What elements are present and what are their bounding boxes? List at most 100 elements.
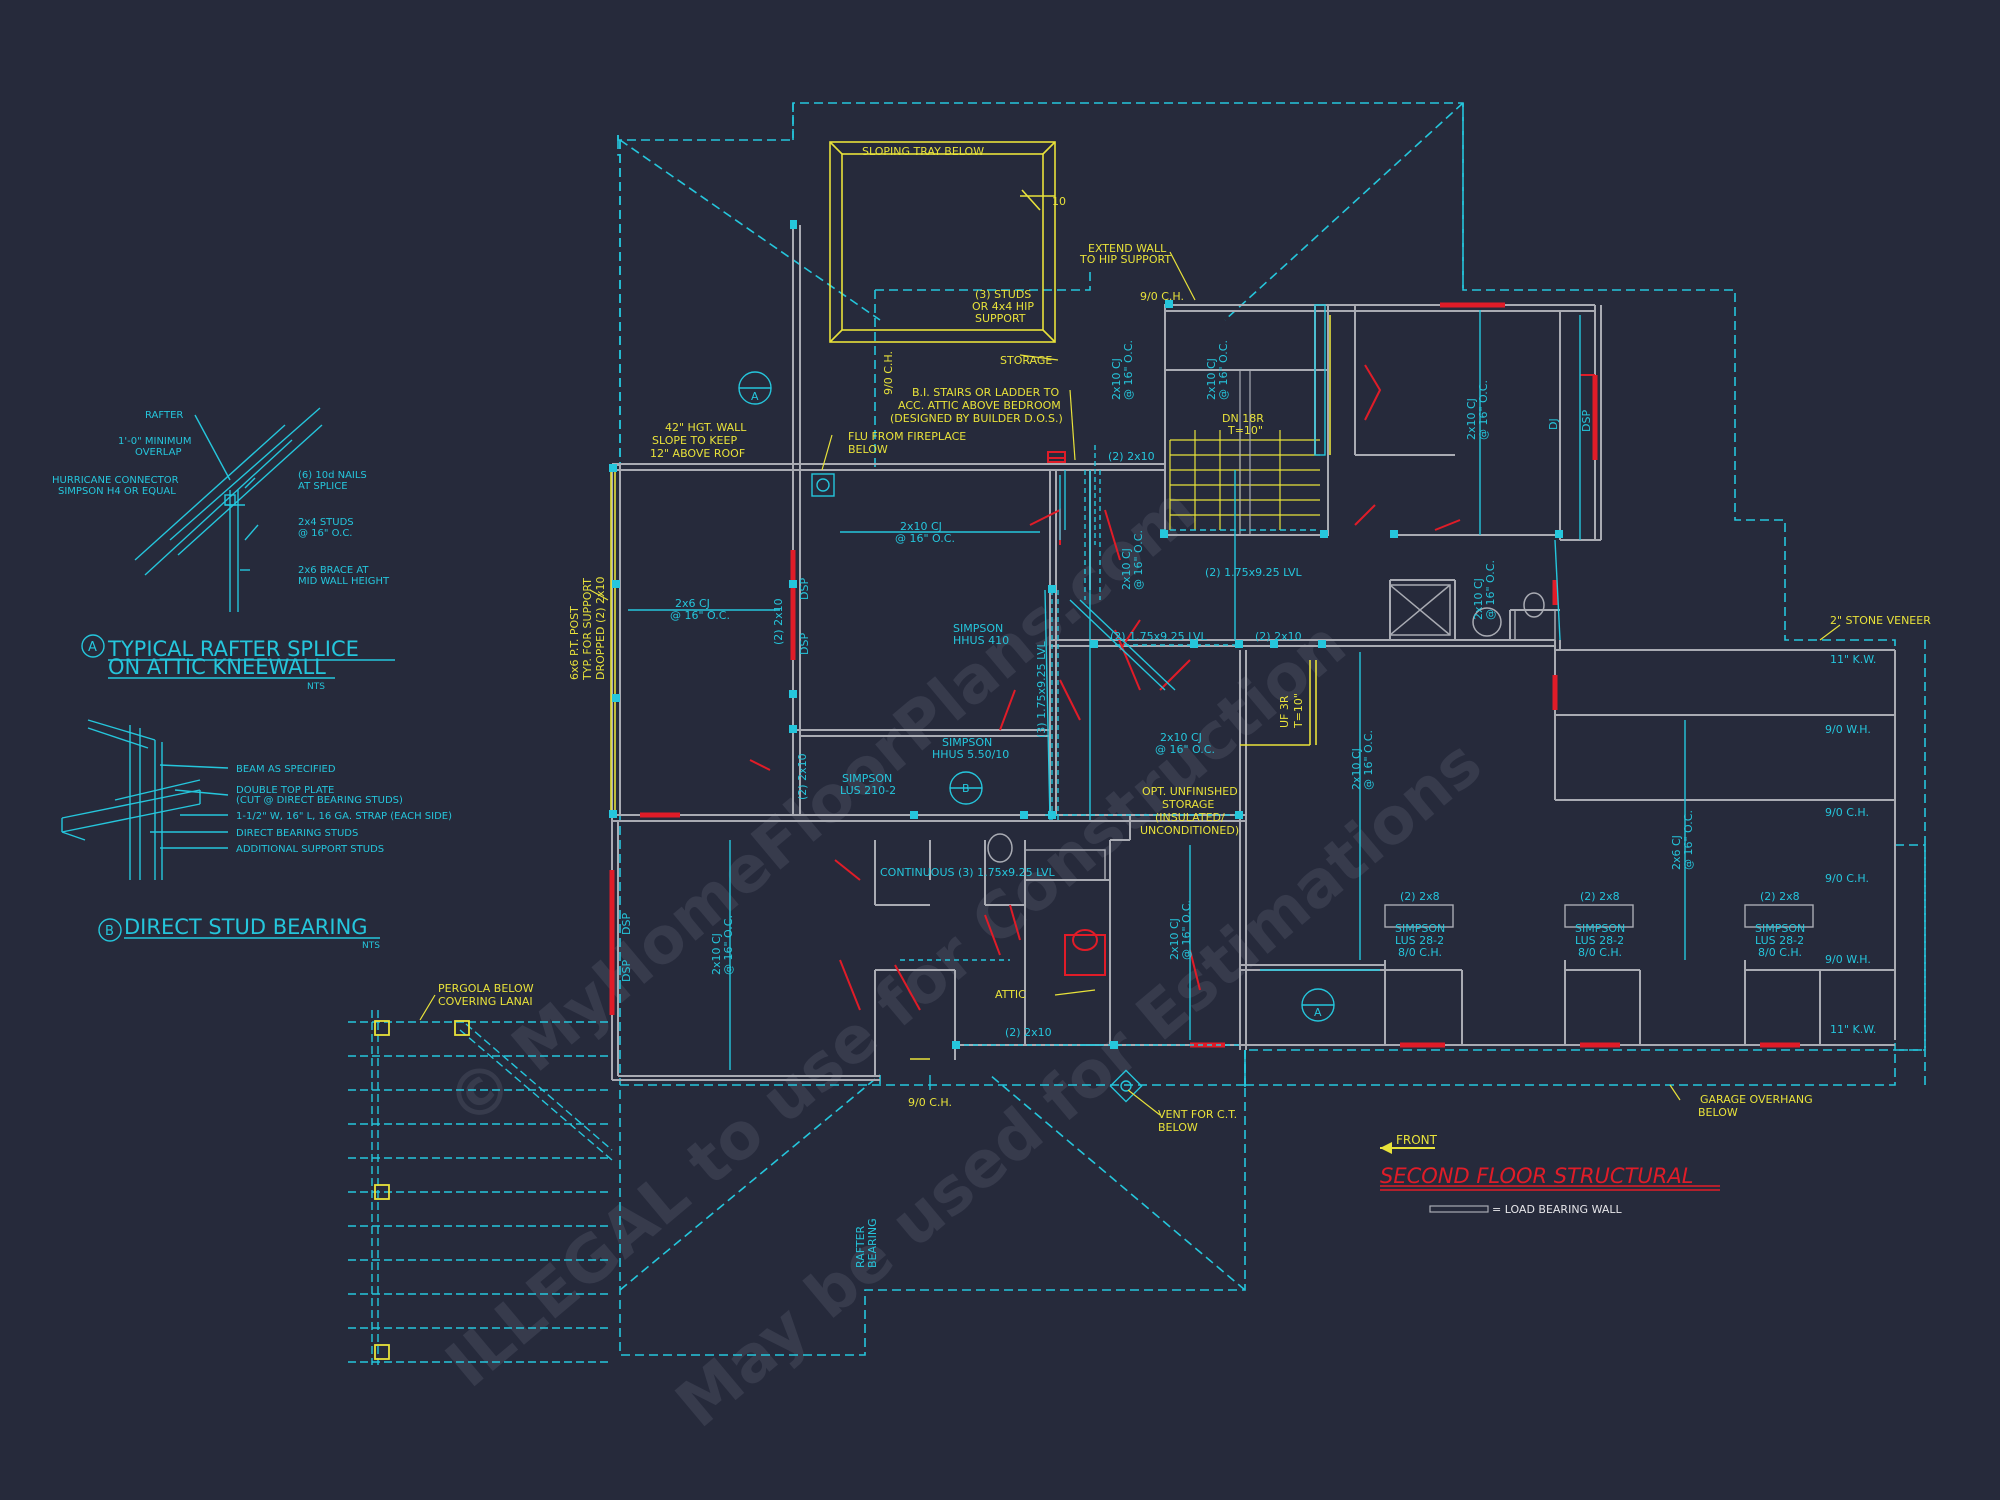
cj-2x10-b-spacing: @ 16" O.C. xyxy=(1155,743,1215,756)
ch-right-1: 9/0 C.H. xyxy=(1825,806,1869,819)
storage-label: STORAGE xyxy=(1000,354,1052,367)
plan-marker-a-1: A xyxy=(751,390,759,403)
hip-studs-label-2: OR 4x4 HIP xyxy=(972,300,1034,313)
cj-vert-4-spacing: @ 16" O.C. xyxy=(1682,810,1695,870)
cj-vert-1-spacing: @ 16" O.C. xyxy=(722,915,735,975)
detail-a-overlap-note-2: OVERLAP xyxy=(135,447,181,458)
stairs-label-1: B.I. STAIRS OR LADDER TO xyxy=(912,386,1059,399)
rafter-bearing-2: BEARING xyxy=(866,1218,879,1268)
detail-b-additional-note: ADDITIONAL SUPPORT STUDS xyxy=(236,844,384,855)
lus210-1: SIMPSON xyxy=(842,772,892,785)
uf-tread: T=10" xyxy=(1292,693,1305,729)
detail-b-beam-note: BEAM AS SPECIFIED xyxy=(236,764,336,775)
pergola-label-1: PERGOLA BELOW xyxy=(438,982,534,995)
hhus5310-1: SIMPSON xyxy=(942,736,992,749)
hip-studs-label-3: SUPPORT xyxy=(975,312,1026,325)
detail-a-marker xyxy=(81,634,395,679)
opt-storage-1: OPT. UNFINISHED xyxy=(1142,785,1238,798)
attic-label: ATTIC xyxy=(995,988,1026,1001)
detail-a-marker-letter: A xyxy=(88,640,97,655)
lus210-2: LUS 210-2 xyxy=(840,784,896,797)
ch-vertical: 9/0 C.H. xyxy=(882,351,895,395)
opt-storage-4: UNCONDITIONED) xyxy=(1140,824,1239,837)
opt-storage-3: (INSULATED/ xyxy=(1155,811,1225,824)
detail-a-overlap-note-1: 1'-0" MINIMUM xyxy=(118,436,191,447)
extend-wall-label-2: TO HIP SUPPORT xyxy=(1079,253,1171,266)
lus28-a-3: 8/0 C.H. xyxy=(1398,946,1442,959)
pergola-label-2: COVERING LANAI xyxy=(438,995,533,1008)
detail-b-marker-letter: B xyxy=(105,924,114,939)
cj-2x6: 2x6 CJ xyxy=(675,597,710,610)
pergola xyxy=(348,1010,613,1365)
rafter-bearing-1: RAFTER xyxy=(854,1225,867,1268)
lvl-2: (2) 1.75x9.25 LVL xyxy=(1110,630,1208,643)
detail-b-scale: NTS xyxy=(362,941,380,951)
cj-vert-6: 2x10 CJ xyxy=(1110,358,1123,400)
doors xyxy=(609,302,1800,1048)
post-label-2: TYP. FOR SUPPORT xyxy=(581,578,594,681)
garage-overhang-1: GARAGE OVERHANG xyxy=(1700,1093,1813,1106)
drawing-title: SECOND FLOOR STRUCTURAL xyxy=(1380,1164,1693,1188)
vent-label-1: VENT FOR C.T. xyxy=(1158,1108,1237,1121)
flu-label-2: BELOW xyxy=(848,443,888,456)
dsp-5: DSP xyxy=(1580,410,1593,432)
vent-label-2: BELOW xyxy=(1158,1121,1198,1134)
cj-vert-5: 2x10 CJ xyxy=(1465,398,1478,440)
detail-a-title-1: TYPICAL RAFTER SPLICE xyxy=(107,637,359,661)
column-markers xyxy=(609,220,1563,1049)
hdr-2x8-b: (2) 2x8 xyxy=(1580,890,1620,903)
detail-a-nails-note-1: (6) 10d NAILS xyxy=(298,470,367,481)
pergola-posts xyxy=(374,1020,470,1360)
detail-a xyxy=(134,407,323,612)
tray-slope: 10 xyxy=(1052,195,1066,208)
lus28-a-1: SIMPSON xyxy=(1395,922,1445,935)
dsp-1: DSP xyxy=(798,578,811,600)
detail-b-plate-note-2: (CUT @ DIRECT BEARING STUDS) xyxy=(236,795,403,806)
tray-label: SLOPING TRAY BELOW xyxy=(862,145,984,158)
cj-vert-9: 2x10 CJ xyxy=(1472,578,1485,620)
ch-top: 9/0 C.H. xyxy=(1140,290,1184,303)
cj-vert-5-spacing: @ 16" O.C. xyxy=(1477,380,1490,440)
wall42-label-1: 42" HGT. WALL xyxy=(665,421,747,434)
tread-label: T=10" xyxy=(1227,424,1263,437)
sloping-tray xyxy=(829,141,1056,343)
lus28-b-2: LUS 28-2 xyxy=(1575,934,1624,947)
cj-vert-8: 2x10 CJ xyxy=(1120,548,1133,590)
ch-right-2: 9/0 C.H. xyxy=(1825,872,1869,885)
hdr-2x10-3: (2) 2x10 xyxy=(1005,1026,1052,1039)
hdr-vert-1: (2) 2x10 xyxy=(772,598,785,645)
detail-b-plate-note-1: DOUBLE TOP PLATE xyxy=(236,785,334,796)
detail-b-strap-note: 1-1/2" W, 16" L, 16 GA. STRAP (EACH SIDE… xyxy=(236,811,452,822)
hip-studs-label-1: (3) STUDS xyxy=(975,288,1031,301)
garage-overhang-2: BELOW xyxy=(1698,1106,1738,1119)
kw-top: 11" K.W. xyxy=(1830,653,1876,666)
cj-vert-2-spacing: @ 16" O.C. xyxy=(1180,900,1193,960)
cj-vert-9-spacing: @ 16" O.C. xyxy=(1484,560,1497,620)
wall42-label-3: 12" ABOVE ROOF xyxy=(650,447,745,460)
cj-vert-4: 2x6 CJ xyxy=(1670,835,1683,870)
dj-label: DJ xyxy=(1547,418,1560,430)
detail-a-hurricane-note-1: HURRICANE CONNECTOR xyxy=(52,475,179,486)
stone-veneer: 2" STONE VENEER xyxy=(1830,614,1931,627)
hdr-2x10-2: (2) 2x10 xyxy=(1255,630,1302,643)
post-label-1: 6x6 P.T. POST xyxy=(568,606,581,680)
continuous-lvl: CONTINUOUS (3) 1.75x9.25 LVL xyxy=(880,866,1056,879)
lus28-a-2: LUS 28-2 xyxy=(1395,934,1444,947)
uf-label: UF 3R xyxy=(1278,695,1291,728)
detail-b xyxy=(61,719,229,880)
legend-label: = LOAD BEARING WALL xyxy=(1492,1203,1622,1216)
hhus410-1: SIMPSON xyxy=(953,622,1003,635)
flu-label-1: FLU FROM FIREPLACE xyxy=(848,430,966,443)
plan-marker-a-2: A xyxy=(1314,1006,1322,1019)
lus28-c-2: LUS 28-2 xyxy=(1755,934,1804,947)
detail-b-title: DIRECT STUD BEARING xyxy=(124,915,368,939)
detail-a-nails-note-2: AT SPLICE xyxy=(298,481,348,492)
lus28-b-1: SIMPSON xyxy=(1575,922,1625,935)
plan-marker-b: B xyxy=(962,782,970,795)
detail-a-brace-note-2: MID WALL HEIGHT xyxy=(298,576,390,587)
detail-a-rafter-note: RAFTER xyxy=(145,410,183,421)
hhus410-2: HHUS 410 xyxy=(953,634,1009,647)
cj-2x10-b: 2x10 CJ xyxy=(1160,731,1202,744)
hdr-2x10-1: (2) 2x10 xyxy=(1108,450,1155,463)
